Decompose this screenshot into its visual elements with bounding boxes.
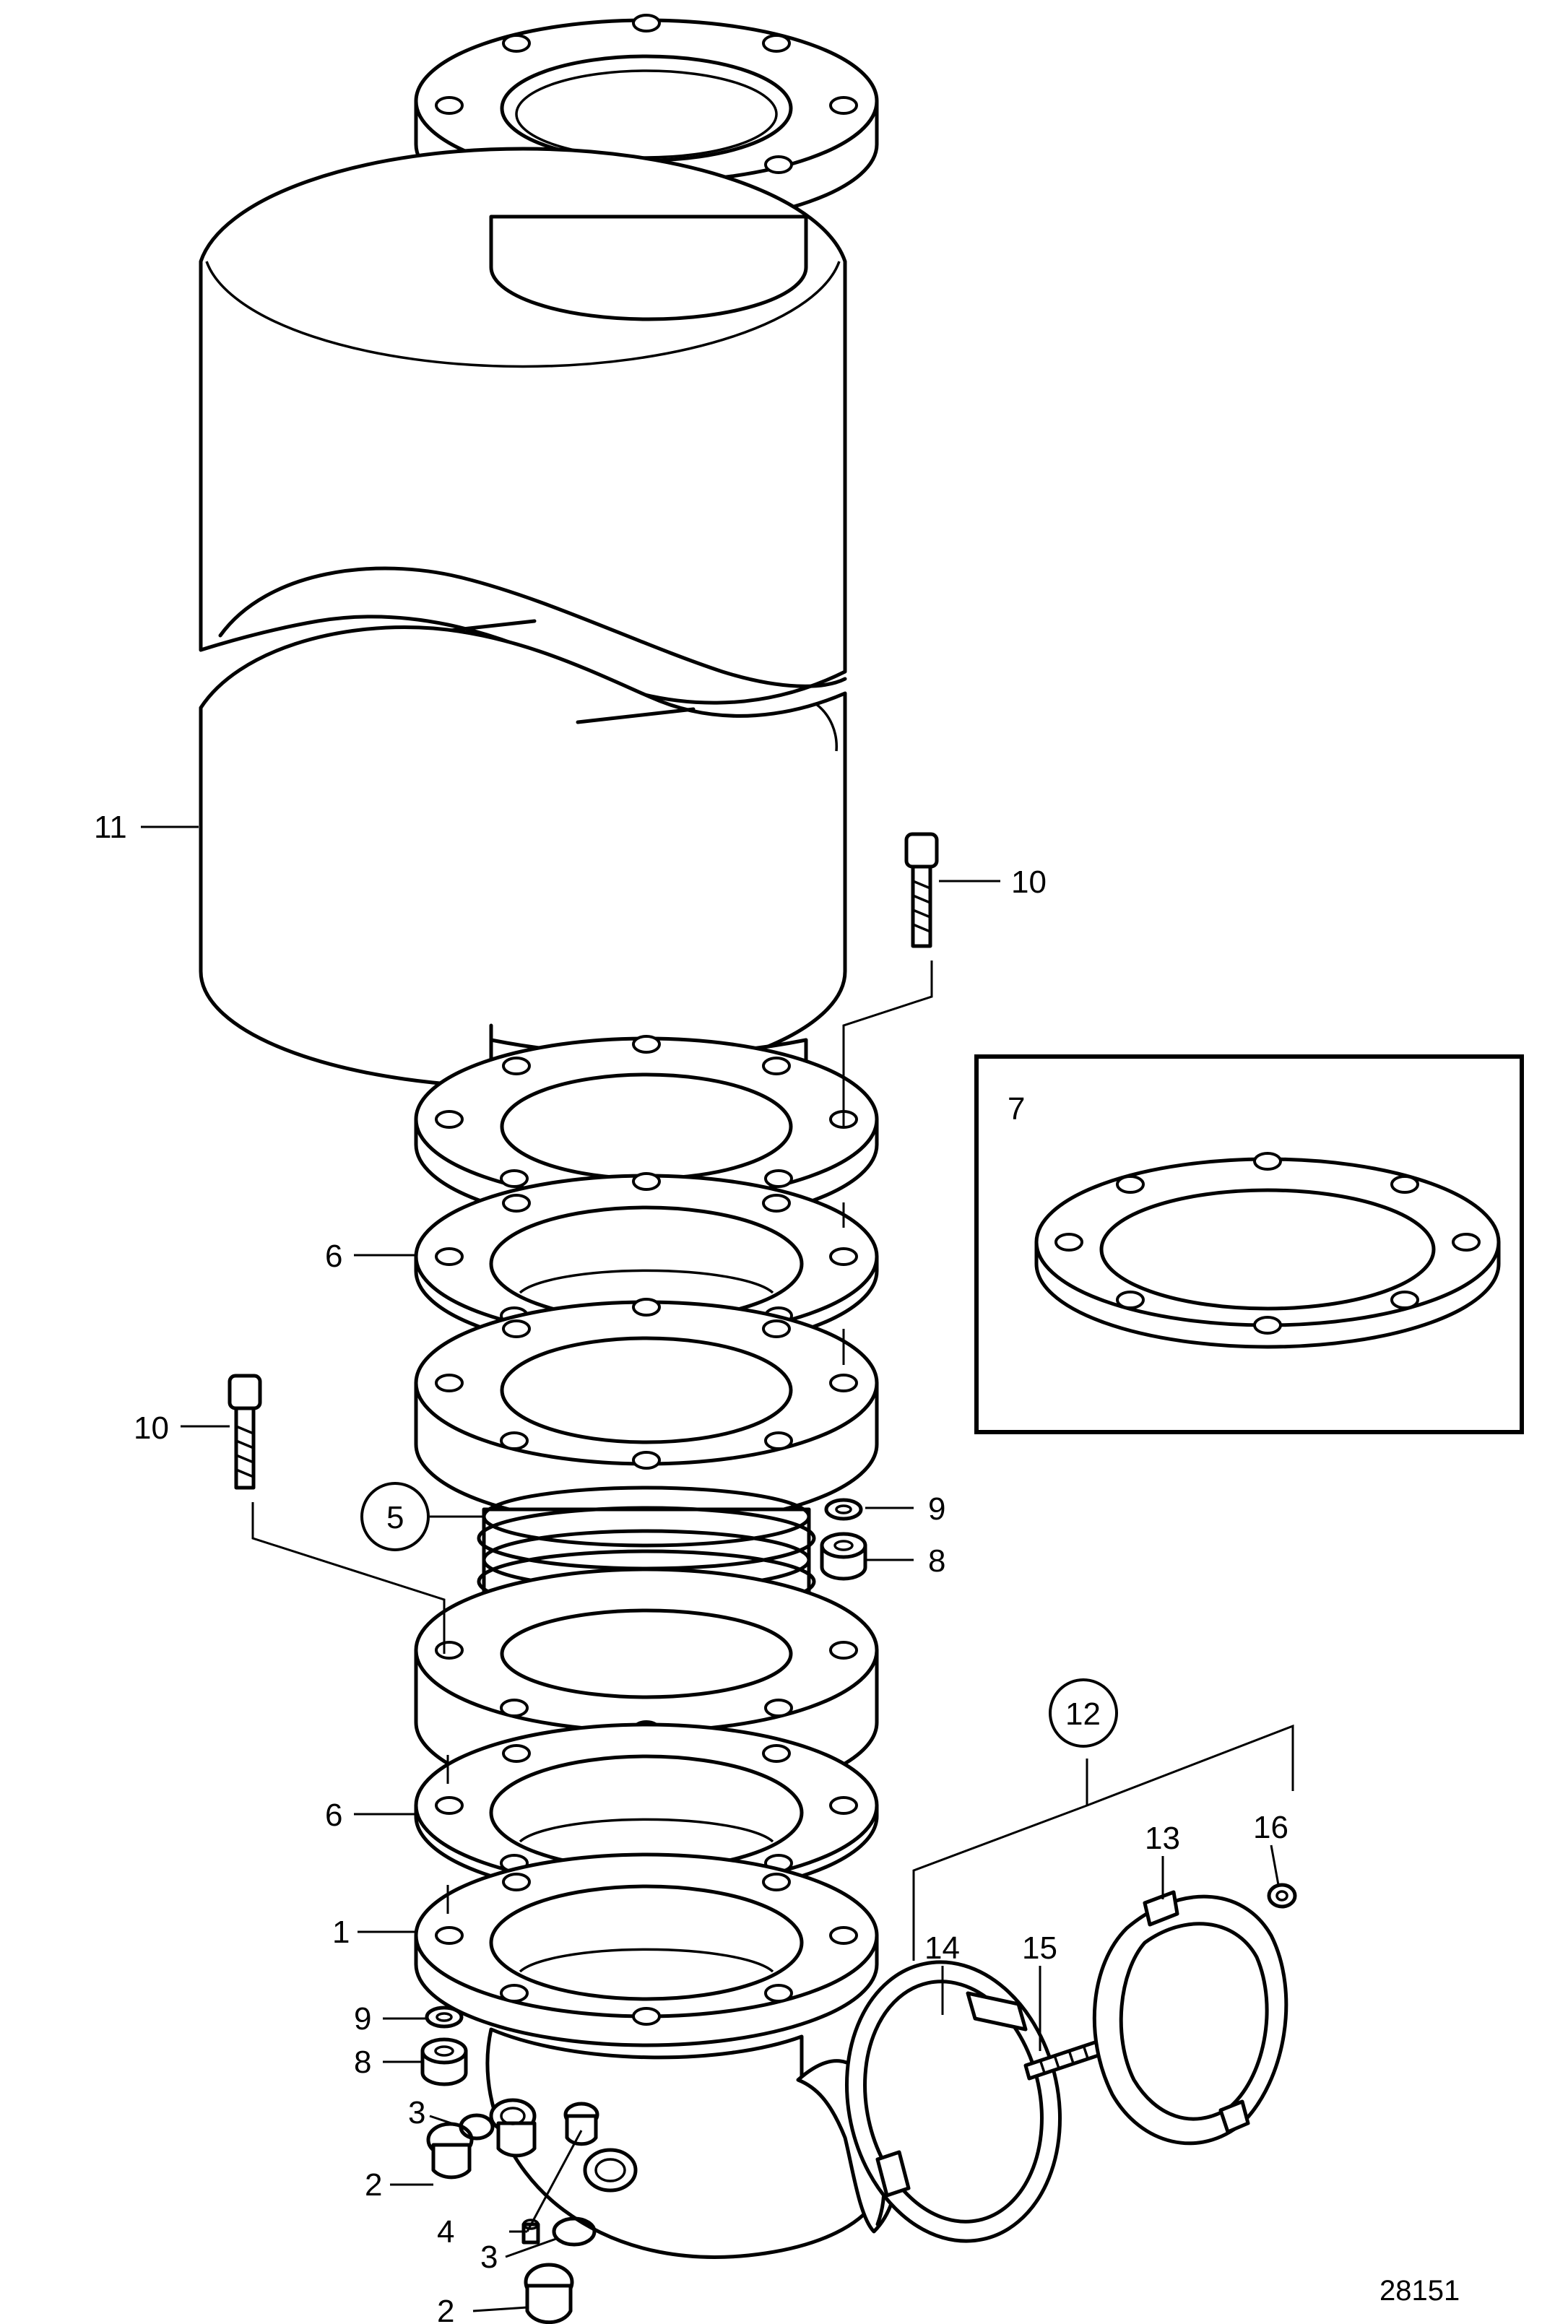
callout-12-circle — [1049, 1678, 1118, 1748]
callout-5-circle — [360, 1482, 430, 1551]
drain-plug-lower — [524, 2263, 574, 2324]
inset-label: 7 — [1008, 1091, 1025, 1127]
callout-9-right: 9 — [928, 1491, 945, 1527]
callout-8-right: 8 — [928, 1543, 945, 1579]
callout-13: 13 — [1145, 1821, 1180, 1856]
callout-3-upper: 3 — [408, 2095, 425, 2130]
callout-6-lower: 6 — [325, 1798, 342, 1833]
nut-right — [820, 1532, 867, 1581]
gasket-spare — [1034, 1152, 1501, 1349]
exhaust-bend — [485, 2027, 900, 2259]
callout-9-left: 9 — [354, 2001, 371, 2037]
callout-leaders — [141, 825, 1280, 2312]
adapter-nipple — [521, 2219, 540, 2245]
drawing-number: 28151 — [1379, 2275, 1460, 2307]
bellows-upper-flange — [414, 1298, 879, 1527]
bolt-upper — [904, 832, 939, 948]
cover-ring — [844, 1960, 1062, 2243]
plug-socket — [583, 2148, 638, 2193]
callout-2-upper: 2 — [365, 2167, 382, 2203]
callout-8-left: 8 — [354, 2045, 371, 2080]
callout-12: 12 — [1065, 1696, 1101, 1732]
bolt-lower-leader — [251, 1502, 446, 1654]
nut-left — [420, 2037, 468, 2086]
callout-10-lower: 10 — [134, 1410, 169, 1446]
seal-ring-lower — [552, 2216, 597, 2247]
small-cap — [563, 2102, 599, 2146]
callout-11: 11 — [94, 810, 127, 845]
callout-6-upper: 6 — [325, 1239, 342, 1274]
drain-plug-upper — [426, 2122, 474, 2180]
silencer-body-upper — [199, 147, 847, 705]
callout-15: 15 — [1022, 1930, 1057, 1966]
small-washer — [1267, 1883, 1297, 1909]
callout-16: 16 — [1253, 1810, 1288, 1845]
exhaust-bend-flange — [414, 1852, 879, 2047]
bolt-upper-leader — [842, 961, 933, 1127]
kit-12-bracket — [912, 1724, 1294, 1961]
callout-5: 5 — [386, 1500, 404, 1535]
callout-10-upper: 10 — [1011, 864, 1047, 900]
sleeve-fitting — [489, 2098, 537, 2158]
callout-2-lower: 2 — [437, 2294, 454, 2324]
callout-1: 1 — [332, 1915, 350, 1950]
inset-box: 7 — [974, 1054, 1524, 1434]
washer-right — [824, 1498, 863, 1521]
washer-left — [425, 2006, 464, 2029]
cover-plate — [1092, 1890, 1288, 2146]
callout-14: 14 — [924, 1930, 960, 1966]
bolt-lower — [228, 1374, 262, 1490]
callout-4: 4 — [437, 2214, 454, 2250]
callout-3-lower: 3 — [480, 2240, 498, 2275]
